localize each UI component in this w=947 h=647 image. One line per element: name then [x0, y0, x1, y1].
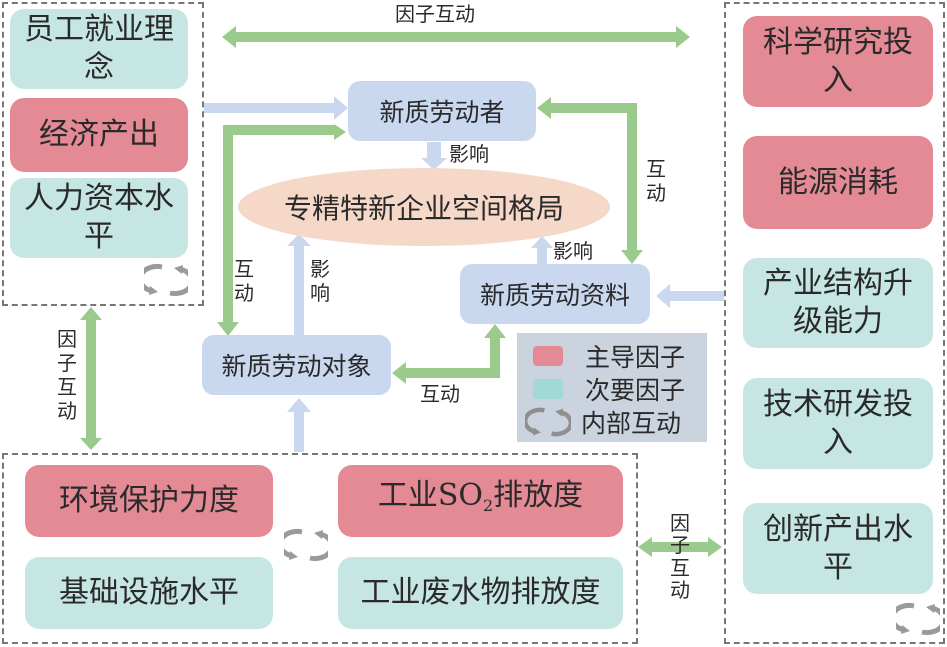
right-factor-group: [724, 2, 945, 644]
right-group-to-means-arrow: [656, 284, 724, 308]
factor-economic-output: 经济产出: [10, 98, 188, 172]
left-factor-group: [2, 2, 204, 306]
label-left-factor-interaction: 因子互动: [57, 327, 77, 423]
bottom-factor-group: [2, 453, 638, 644]
left-factor-interaction-arrow: [80, 307, 102, 450]
factor-label: 工业SO2排放度: [378, 477, 583, 525]
legend-label: 次要因子: [585, 376, 686, 405]
legend-item-primary: 主导因子: [533, 338, 685, 374]
bottom-group-to-object-arrow: [287, 398, 311, 452]
label-bottom-right-interaction-bottom: 互动: [670, 556, 690, 602]
factor-label: 经济产出: [39, 117, 159, 152]
factor-energy-consumption: 能源消耗: [743, 136, 933, 229]
label-laborer-object-interaction: 互动: [234, 257, 254, 305]
factor-label-suffix: 排放度: [493, 478, 584, 513]
factor-employee-employment-concept: 员工就业理念: [10, 9, 188, 89]
legend-item-internal-interaction: 内部互动: [525, 404, 681, 440]
laborer-object-interaction-arrow: [217, 124, 346, 336]
object-means-interaction-arrow: [392, 324, 506, 384]
node-label: 新质劳动资料: [479, 281, 630, 310]
factor-industrial-structure-upgrade: 产业结构升级能力: [743, 258, 933, 348]
cycle-arrows-icon: [144, 263, 188, 297]
factor-industrial-wastewater-emission: 工业废水物排放度: [338, 557, 623, 629]
core-specialized-enterprise-spatial-pattern: 专精特新企业空间格局: [238, 168, 610, 246]
factor-label: 人力资本水平: [24, 181, 174, 254]
factor-label: 环境保护力度: [59, 483, 239, 518]
factor-label-subscript: 2: [482, 496, 494, 515]
secondary-swatch-icon: [533, 379, 563, 399]
factor-innovation-output-level: 创新产出水平: [743, 503, 933, 594]
label-object-means-interaction: 互动: [420, 382, 460, 406]
top-factor-interaction-arrow: [222, 26, 690, 48]
node-label: 新质劳动对象: [221, 352, 372, 381]
node-new-quality-laborer: 新质劳动者: [348, 81, 536, 141]
primary-swatch-icon: [533, 346, 563, 366]
legend-label: 内部互动: [581, 409, 682, 438]
factor-label: 基础设施水平: [59, 575, 239, 610]
legend: 主导因子 次要因子 内部互动: [517, 333, 707, 442]
legend-label: 主导因子: [585, 343, 686, 372]
factor-label: 能源消耗: [778, 164, 898, 200]
core-label: 专精特新企业空间格局: [283, 192, 564, 225]
label-laborer-means-interaction: 互动: [646, 157, 666, 205]
factor-environmental-protection: 环境保护力度: [25, 465, 273, 537]
factor-tech-rd-input: 技术研发投入: [743, 378, 933, 469]
factor-label-prefix: 工业SO: [377, 478, 483, 513]
factor-industrial-so2-emission: 工业SO2排放度: [338, 465, 623, 537]
left-group-to-laborer-arrow: [204, 96, 348, 120]
factor-infrastructure-level: 基础设施水平: [25, 557, 273, 629]
means-influence-arrow: [531, 236, 553, 265]
node-new-quality-labor-object: 新质劳动对象: [202, 335, 391, 395]
factor-label: 技术研发投入: [763, 386, 913, 460]
laborer-means-interaction-arrow: [537, 97, 643, 264]
label-bottom-right-interaction-top: 因子: [670, 511, 690, 557]
object-influence-arrow: [287, 234, 311, 335]
label-top-factor-interaction: 因子互动: [395, 2, 475, 26]
cycle-arrows-icon: [896, 602, 940, 636]
factor-label: 员工就业理念: [24, 12, 174, 85]
cycle-arrows-icon: [284, 528, 328, 562]
factor-label: 科学研究投入: [763, 24, 913, 98]
label-means-influence: 影响: [553, 239, 593, 263]
node-label: 新质劳动者: [379, 98, 505, 127]
factor-human-capital-level: 人力资本水平: [10, 178, 188, 258]
legend-item-secondary: 次要因子: [533, 371, 685, 407]
factor-label: 工业废水物排放度: [360, 575, 601, 610]
node-new-quality-labor-means: 新质劳动资料: [460, 264, 650, 324]
label-object-influence: 影响: [310, 257, 330, 305]
label-laborer-influence: 影响: [449, 142, 489, 166]
laborer-influence-arrow: [421, 142, 447, 170]
factor-label: 创新产出水平: [763, 511, 913, 585]
factor-label: 产业结构升级能力: [763, 266, 913, 339]
bottom-right-factor-interaction-arrow: [638, 537, 722, 557]
cycle-arrows-icon: [525, 407, 571, 437]
factor-scientific-research-input: 科学研究投入: [743, 16, 933, 107]
